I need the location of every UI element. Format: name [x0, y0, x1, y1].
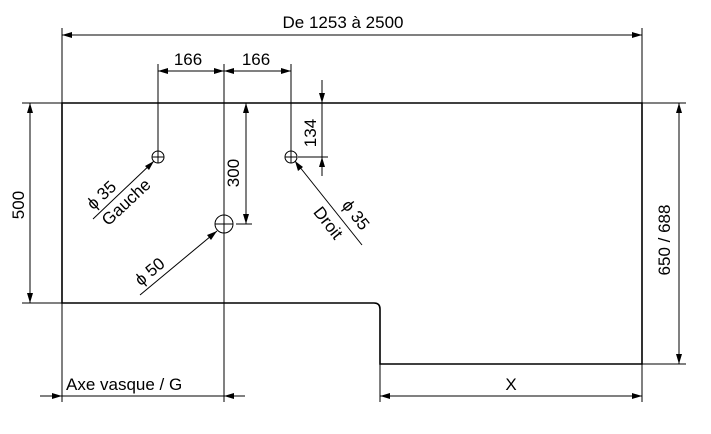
left-height-label: 500 — [9, 191, 28, 219]
hole-center-diameter: 50 — [142, 254, 169, 281]
sink-axis-label: Axe vasque / G — [66, 375, 182, 394]
height-300-dimension: 300 — [224, 103, 252, 225]
right-height-dimension: 650 / 688 — [642, 102, 686, 365]
hole-right: ϕ 35 Droit — [284, 150, 374, 246]
hole-right-diameter: 35 — [347, 207, 374, 234]
worktop-outline — [61, 102, 643, 365]
sink-axis-dimension: Axe vasque / G — [40, 303, 245, 402]
height-300-label: 300 — [224, 159, 243, 187]
height-134-label: 134 — [301, 119, 320, 147]
x-dimension: X — [379, 364, 643, 402]
hole-left: ϕ 35 Gauche — [83, 150, 165, 230]
hole-center: ϕ 50 — [131, 214, 234, 296]
left-height-dimension: 500 — [9, 102, 62, 304]
overall-width-label: De 1253 à 2500 — [283, 13, 404, 32]
overall-width-dimension: De 1253 à 2500 — [61, 13, 643, 103]
offset-left-label: 166 — [174, 50, 202, 69]
height-134-dimension: 134 — [298, 80, 328, 176]
offset-right-label: 166 — [242, 50, 270, 69]
offset-dimensions: 166 166 — [157, 50, 292, 157]
right-height-label: 650 / 688 — [655, 205, 674, 276]
x-label: X — [505, 375, 516, 394]
